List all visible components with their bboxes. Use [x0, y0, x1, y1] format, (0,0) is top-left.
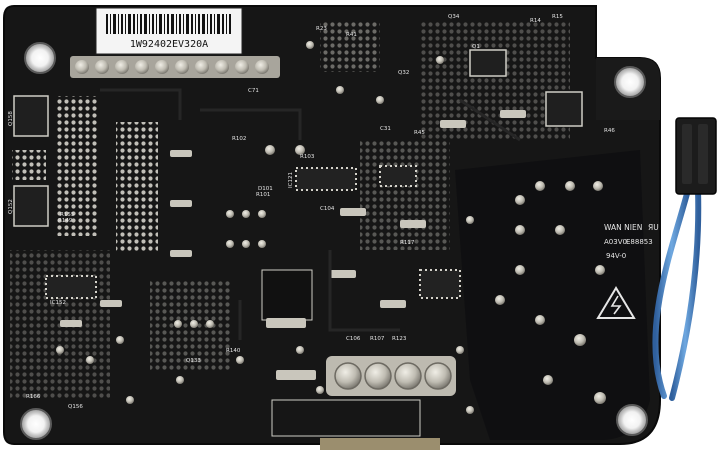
designator: R117: [400, 240, 415, 246]
resistor-pads: [60, 110, 526, 380]
designator: Q34: [448, 14, 460, 20]
smd-chips: [13, 49, 583, 321]
edge-connector: [320, 438, 440, 450]
via-array: [116, 122, 158, 252]
designator: R123: [392, 336, 407, 342]
designator: R103: [300, 154, 315, 160]
via-array: [150, 280, 230, 370]
maker-markings: WAN NIEN ЯU A03V0 E88853 94V-0: [604, 223, 659, 260]
connector-latch: [682, 124, 692, 184]
via-array: [12, 150, 46, 180]
serial-label: 1W92402EV320A: [95, 7, 243, 55]
silkscreen-outline: [271, 399, 421, 437]
designator: C104: [320, 206, 335, 212]
designator: Q133: [186, 358, 201, 364]
designator: D101: [258, 186, 273, 192]
designator: C31: [380, 126, 391, 132]
coated-region: [455, 150, 650, 440]
ic-chip: [295, 167, 357, 191]
designator: Q1: [472, 44, 480, 50]
mounting-holes: [20, 42, 648, 440]
designator: R41: [346, 32, 357, 38]
designator: C106: [346, 336, 361, 342]
designator: R102: [232, 136, 246, 142]
designator: R23: [316, 26, 327, 32]
connector-latch: [698, 124, 708, 184]
maker-code-1: A03V0: [604, 238, 627, 246]
power-pad: [261, 269, 313, 321]
designator: Q32: [398, 70, 409, 76]
designator: Q152: [8, 199, 14, 214]
designator: R166: [26, 394, 41, 400]
header-pads: [70, 56, 280, 78]
blue-wire: [652, 187, 691, 399]
maker-code-2: E88853: [626, 238, 653, 246]
designator: C71: [248, 88, 259, 94]
designator: R140: [226, 348, 241, 354]
transistor: [13, 185, 49, 227]
serial-number: 1W92402EV320A: [130, 39, 208, 50]
transistor: [469, 49, 507, 77]
mounting-hole: [24, 42, 56, 74]
ic-chip: [45, 275, 97, 299]
designator: R107: [370, 336, 385, 342]
hv-warning-icon: [596, 286, 636, 319]
designator: R15: [552, 14, 563, 20]
designator: Q158: [8, 111, 14, 126]
designator: R45: [414, 130, 425, 136]
via-array: [56, 96, 98, 236]
board-traces: [100, 88, 521, 340]
mounting-hole: [614, 66, 646, 98]
designator: R155: [60, 212, 75, 218]
designator: Q156: [68, 404, 83, 410]
flammability-rating: 94V-0: [606, 252, 626, 260]
mounting-hole: [20, 408, 52, 440]
designator: R101: [256, 192, 270, 198]
via-array: [320, 22, 380, 72]
maker-name: WAN NIEN: [604, 223, 642, 232]
designator: R14: [530, 18, 541, 24]
designator: IC152: [50, 300, 66, 306]
transistor: [13, 95, 49, 137]
designators: IC121 R102 R101 R103 Q34 Q32 Q1 R14 R15 …: [8, 14, 615, 410]
designator: IC121: [288, 172, 294, 188]
via-array: [360, 140, 450, 250]
blue-wire: [669, 187, 702, 401]
designator: R149: [58, 218, 73, 224]
mounting-hole: [616, 404, 648, 436]
terminal-pads: [326, 356, 456, 396]
ic-chip: [379, 165, 417, 187]
cable-assembly: [652, 117, 717, 401]
designator: R46: [604, 128, 615, 134]
barcode: [106, 14, 231, 34]
transistor: [545, 91, 583, 127]
ul-mark: ЯU: [648, 223, 659, 232]
solder-joints: [56, 41, 606, 414]
ic-chip: [419, 269, 461, 299]
